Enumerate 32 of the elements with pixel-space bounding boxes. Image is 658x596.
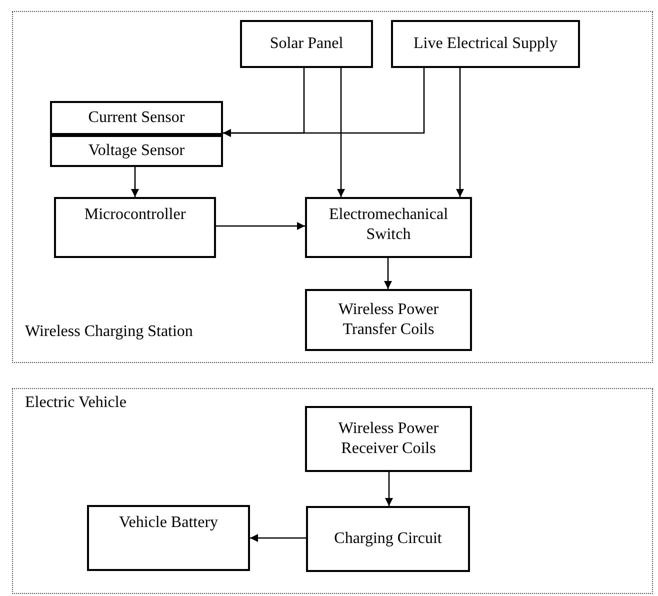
box-label: Live Electrical Supply: [414, 34, 558, 54]
box-label: Electromechanical Switch: [328, 205, 450, 245]
arrow: [456, 68, 464, 197]
box-label: Solar Panel: [270, 34, 344, 54]
box-label: Voltage Sensor: [88, 141, 185, 161]
process-box: [305, 406, 472, 472]
box-label: Wireless Power Transfer Coils: [337, 300, 440, 340]
process-box: [305, 289, 472, 351]
arrow: [250, 534, 306, 542]
process-box: [50, 101, 223, 135]
box-label: Current Sensor: [88, 108, 185, 128]
process-box: [306, 506, 470, 572]
box-label: Vehicle Battery: [118, 513, 218, 533]
group-frame: [12, 11, 653, 363]
process-box: [54, 197, 216, 258]
arrow: [131, 167, 139, 197]
arrow: [384, 258, 392, 289]
process-box: [240, 20, 373, 68]
arrow: [216, 222, 305, 230]
process-box: [50, 135, 223, 167]
arrow: [223, 68, 425, 137]
group-frame: [12, 388, 653, 594]
arrow: [385, 472, 393, 506]
group-title: Wireless Charging Station: [25, 322, 193, 342]
box-label: Charging Circuit: [334, 529, 442, 549]
arrow: [337, 68, 345, 197]
group-title: Electric Vehicle: [25, 393, 126, 413]
box-label: Microcontroller: [84, 205, 186, 225]
process-box: [87, 505, 250, 571]
process-box: [391, 20, 580, 68]
box-label: Wireless Power Receiver Coils: [337, 419, 440, 459]
process-box: [305, 197, 472, 258]
